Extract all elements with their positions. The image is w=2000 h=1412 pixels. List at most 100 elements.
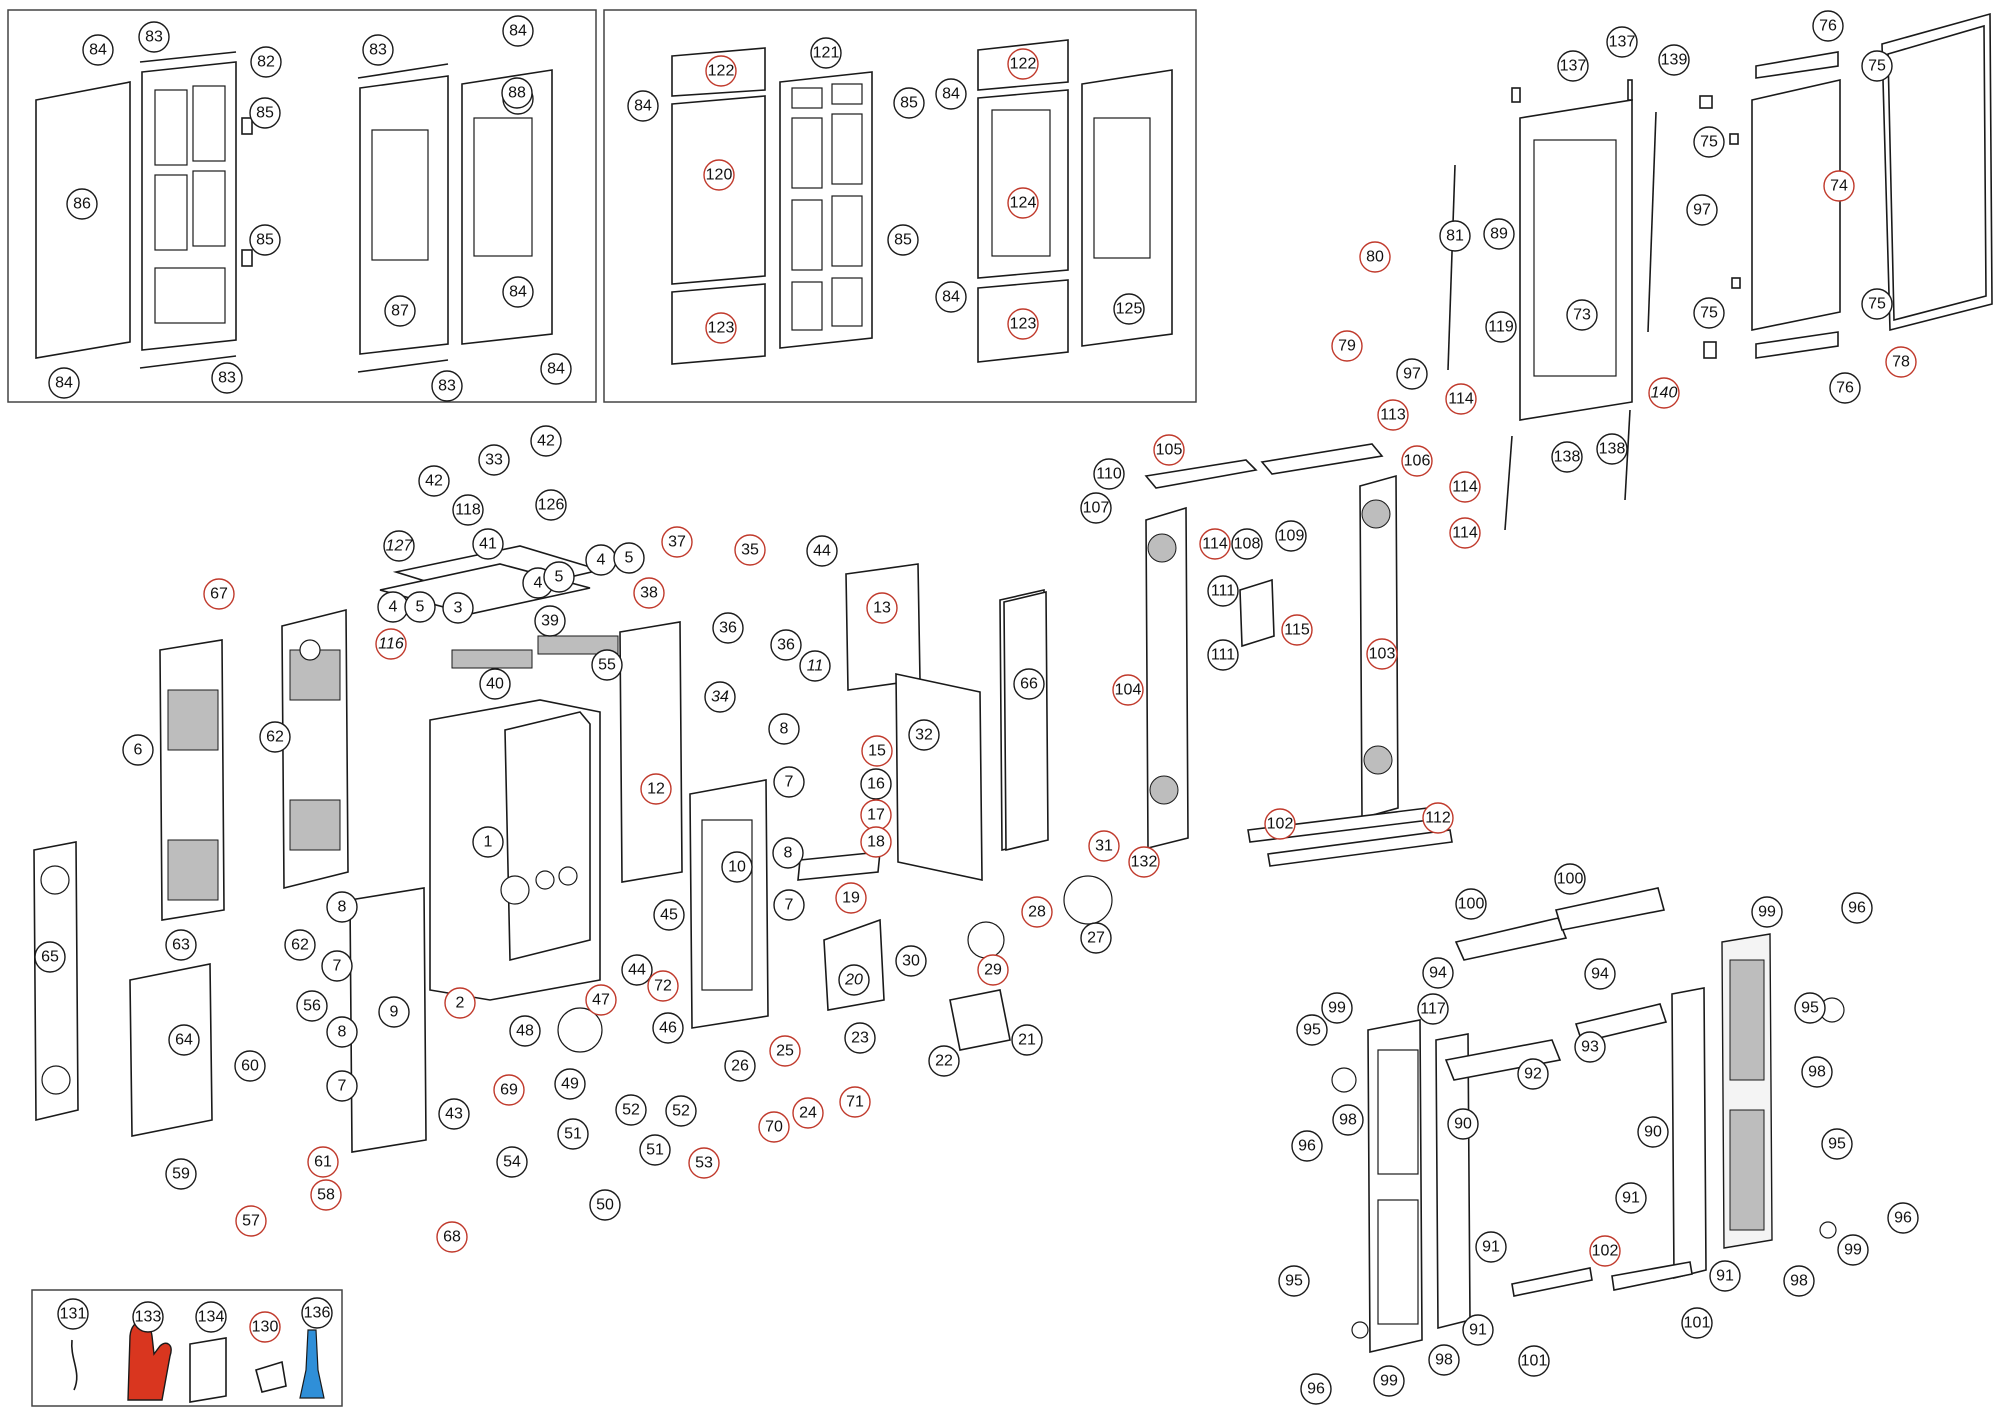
callout-label: 89 — [1490, 226, 1508, 243]
callout-32: 32 — [908, 719, 940, 751]
callout-114-3: 114 — [1199, 528, 1231, 560]
callout-label: 57 — [242, 1213, 260, 1230]
callout-115: 115 — [1281, 614, 1313, 646]
callout-label: 35 — [741, 542, 759, 559]
callout-122-2: 122 — [1007, 48, 1039, 80]
callout-layer: 8484848484848484848383838382858585858688… — [34, 10, 1919, 1405]
callout-84-9: 84 — [502, 15, 534, 47]
callout-51-1: 51 — [557, 1118, 589, 1150]
callout-83-3: 83 — [362, 34, 394, 66]
callout-118: 118 — [452, 494, 484, 526]
callout-30: 30 — [895, 945, 927, 977]
callout-label: 15 — [868, 743, 886, 760]
callout-label: 26 — [731, 1058, 749, 1075]
callout-label: 98 — [1339, 1112, 1357, 1129]
callout-label: 136 — [304, 1305, 331, 1322]
callout-label: 36 — [719, 620, 737, 637]
callout-label: 44 — [813, 543, 831, 560]
callout-133: 133 — [132, 1301, 164, 1333]
callout-75-3: 75 — [1693, 297, 1725, 329]
callout-15: 15 — [861, 735, 893, 767]
callout-label: 93 — [1581, 1039, 1599, 1056]
callout-117: 117 — [1417, 993, 1449, 1025]
callout-label: 5 — [555, 569, 564, 586]
callout-label: 59 — [172, 1166, 190, 1183]
callout-label: 62 — [291, 937, 309, 954]
callout-101-1: 101 — [1681, 1307, 1713, 1339]
callout-74: 74 — [1823, 170, 1855, 202]
callout-label: 92 — [1524, 1066, 1542, 1083]
callout-label: 56 — [303, 998, 321, 1015]
callout-10: 10 — [721, 851, 753, 883]
callout-label: 90 — [1454, 1116, 1472, 1133]
callout-126: 126 — [535, 489, 567, 521]
callout-label: 98 — [1435, 1352, 1453, 1369]
callout-label: 85 — [256, 232, 274, 249]
callout-86: 86 — [66, 188, 98, 220]
callout-label: 132 — [1131, 854, 1158, 871]
callout-label: 95 — [1303, 1022, 1321, 1039]
callout-1: 1 — [472, 826, 504, 858]
callout-label: 36 — [777, 637, 795, 654]
callout-label: 123 — [1010, 316, 1037, 333]
callout-label: 72 — [654, 978, 672, 995]
callout-96-2: 96 — [1291, 1130, 1323, 1162]
callout-label: 83 — [369, 42, 387, 59]
callout-8-1: 8 — [768, 713, 800, 745]
callout-label: 32 — [915, 727, 933, 744]
callout-label: 70 — [765, 1119, 783, 1136]
callout-75-2: 75 — [1693, 126, 1725, 158]
callout-22: 22 — [928, 1045, 960, 1077]
callout-53: 53 — [688, 1147, 720, 1179]
callout-label: 68 — [443, 1229, 461, 1246]
callout-27: 27 — [1080, 922, 1112, 954]
callout-139: 139 — [1658, 44, 1690, 76]
callout-97-1: 97 — [1686, 194, 1718, 226]
callout-label: 126 — [538, 497, 565, 514]
callout-label: 27 — [1087, 930, 1105, 947]
callout-123-2: 123 — [1007, 308, 1039, 340]
callout-label: 91 — [1622, 1190, 1640, 1207]
callout-label: 101 — [1521, 1353, 1548, 1370]
callout-label: 114 — [1452, 479, 1478, 496]
callout-90-2: 90 — [1637, 1116, 1669, 1148]
callout-label: 78 — [1892, 354, 1910, 371]
callout-102-2: 102 — [1589, 1235, 1621, 1267]
callout-85-2: 85 — [249, 224, 281, 256]
callout-108: 108 — [1231, 528, 1263, 560]
callout-label: 71 — [846, 1094, 864, 1111]
callout-label: 107 — [1083, 500, 1110, 517]
callout-label: 83 — [218, 370, 236, 387]
callout-13: 13 — [866, 592, 898, 624]
callout-label: 131 — [60, 1306, 87, 1323]
callout-60: 60 — [234, 1050, 266, 1082]
callout-99-2: 99 — [1751, 896, 1783, 928]
callout-label: 66 — [1020, 676, 1038, 693]
callout-95-4: 95 — [1278, 1265, 1310, 1297]
callout-label: 96 — [1307, 1381, 1325, 1398]
callout-72: 72 — [647, 970, 679, 1002]
callout-label: 83 — [145, 29, 163, 46]
callout-label: 48 — [516, 1023, 534, 1040]
callout-label: 94 — [1591, 966, 1609, 983]
callout-label: 39 — [541, 613, 559, 630]
callout-85-4: 85 — [887, 224, 919, 256]
callout-84-4: 84 — [627, 90, 659, 122]
callout-43: 43 — [438, 1098, 470, 1130]
callout-98-1: 98 — [1332, 1104, 1364, 1136]
callout-label: 114 — [1452, 525, 1478, 542]
callout-45: 45 — [653, 899, 685, 931]
callout-84-7: 84 — [935, 281, 967, 313]
callout-46: 46 — [652, 1012, 684, 1044]
callout-label: 82 — [257, 54, 275, 71]
callout-63: 63 — [165, 929, 197, 961]
callout-label: 95 — [1828, 1136, 1846, 1153]
callout-80: 80 — [1359, 241, 1391, 273]
callout-98-2: 98 — [1801, 1056, 1833, 1088]
callout-75-1: 75 — [1861, 50, 1893, 82]
callout-5-2: 5 — [543, 561, 575, 593]
callout-58: 58 — [310, 1179, 342, 1211]
callout-label: 85 — [894, 232, 912, 249]
callout-91-2: 91 — [1475, 1231, 1507, 1263]
callout-109: 109 — [1275, 520, 1307, 552]
